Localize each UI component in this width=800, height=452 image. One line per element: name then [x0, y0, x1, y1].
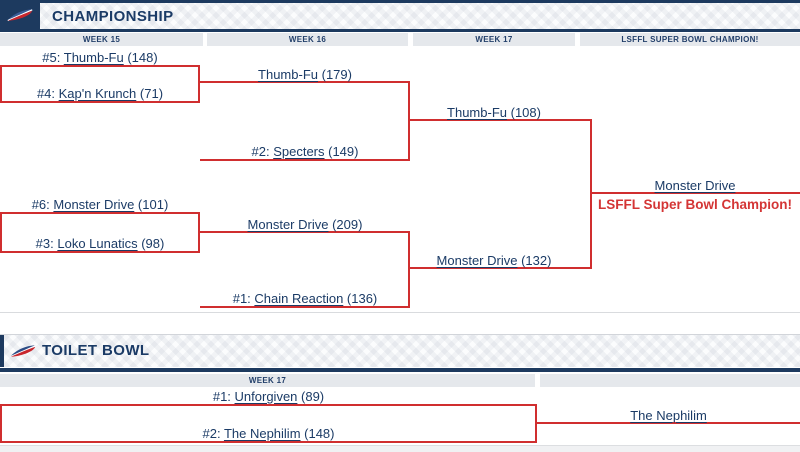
- connector-line: [590, 119, 592, 269]
- column-header-week16: WEEK 16: [207, 33, 408, 46]
- team-link[interactable]: Thumb-Fu: [63, 50, 124, 65]
- match-line: [200, 306, 410, 308]
- page-background-strip: [0, 445, 800, 452]
- team-score: (136): [343, 291, 378, 306]
- league-logo-swoosh-icon: [10, 345, 36, 358]
- bracket-entry-finalist-bottom: Monster Drive (132): [408, 253, 580, 268]
- team-score: (148): [300, 426, 335, 441]
- team-score: (179): [318, 67, 352, 82]
- connector-line: [0, 65, 2, 103]
- section-top-border: [0, 0, 800, 3]
- championship-header-band: [0, 3, 800, 29]
- column-header-week17: WEEK 17: [0, 374, 535, 387]
- match-line: [200, 159, 410, 161]
- team-link[interactable]: Monster Drive: [436, 253, 518, 268]
- team-score: (108): [507, 105, 541, 120]
- column-header-week15: WEEK 15: [0, 33, 203, 46]
- column-header-winner: [540, 374, 800, 387]
- team-link[interactable]: Unforgiven: [234, 389, 298, 404]
- column-header-week17: WEEK 17: [413, 33, 575, 46]
- bracket-entry-toilet-team2: #2: The Nephilim (148): [0, 426, 537, 441]
- team-link[interactable]: Loko Lunatics: [57, 236, 138, 251]
- team-link[interactable]: Specters: [273, 144, 325, 159]
- match-line: [0, 441, 537, 443]
- seed-prefix: #3:: [35, 236, 58, 251]
- league-logo-box: [0, 0, 40, 29]
- champion-label: LSFFL Super Bowl Champion!: [598, 197, 792, 212]
- team-link[interactable]: Thumb-Fu: [447, 105, 507, 120]
- toilet-bowl-header-band: [4, 335, 800, 367]
- team-score: (101): [134, 197, 169, 212]
- team-link[interactable]: Monster Drive: [53, 197, 135, 212]
- champion-line: [590, 192, 800, 194]
- champion-team-link[interactable]: Monster Drive: [654, 178, 736, 193]
- match-line: [198, 231, 410, 233]
- seed-prefix: #5:: [42, 50, 64, 65]
- bracket-entry-semi1-winner: Thumb-Fu (179): [200, 67, 410, 82]
- bracket-entry-semi2-team1: #6: Monster Drive (101): [0, 197, 200, 212]
- team-score: (148): [123, 50, 158, 65]
- team-score: (132): [517, 253, 552, 268]
- match-line: [0, 101, 200, 103]
- team-link[interactable]: Monster Drive: [247, 217, 329, 232]
- header-divider: [0, 368, 800, 372]
- bracket-entry-finalist-top: Thumb-Fu (108): [408, 105, 580, 120]
- team-score: (71): [136, 86, 164, 101]
- connector-line: [0, 212, 2, 253]
- bracket-entry-semi2-winner: Monster Drive (209): [200, 217, 410, 232]
- section-bottom-border: [0, 312, 800, 313]
- winner-line: [535, 422, 800, 424]
- team-link[interactable]: The Nephilim: [630, 408, 707, 423]
- team-score: (89): [297, 389, 325, 404]
- connector-line: [408, 231, 410, 308]
- championship-title: CHAMPIONSHIP: [52, 8, 174, 25]
- team-link[interactable]: The Nephilim: [223, 426, 301, 441]
- seed-prefix: #1:: [212, 389, 235, 404]
- match-line: [198, 81, 410, 83]
- header-divider: [0, 29, 800, 32]
- match-line: [0, 65, 200, 67]
- team-link[interactable]: Thumb-Fu: [258, 67, 318, 82]
- bracket-entry-champion: Monster Drive: [590, 178, 800, 193]
- bracket-entry-semi2-team2: #3: Loko Lunatics (98): [0, 236, 200, 251]
- seed-prefix: #2:: [251, 144, 274, 159]
- league-logo-swoosh-icon: [7, 9, 33, 22]
- match-line: [0, 251, 200, 253]
- section-top-border: [0, 334, 800, 335]
- team-score: (209): [328, 217, 363, 232]
- match-line: [408, 267, 592, 269]
- seed-prefix: #6:: [31, 197, 54, 212]
- bracket-entry-final2-team2: #1: Chain Reaction (136): [200, 291, 410, 306]
- team-score: (149): [324, 144, 359, 159]
- bracket-entry-toilet-winner: The Nephilim: [537, 408, 800, 423]
- bracket-entry-toilet-team1: #1: Unforgiven (89): [0, 389, 537, 404]
- seed-prefix: #1:: [232, 291, 255, 306]
- connector-line: [0, 404, 2, 443]
- match-line: [408, 119, 592, 121]
- header-left-accent: [0, 335, 4, 367]
- seed-prefix: #2:: [202, 426, 224, 441]
- match-line: [0, 404, 537, 406]
- team-link[interactable]: Chain Reaction: [254, 291, 344, 306]
- bracket-entry-semi1-team1: #5: Thumb-Fu (148): [0, 50, 200, 65]
- bracket-entry-semi1-team2: #4: Kap'n Krunch (71): [0, 86, 200, 101]
- match-line: [0, 212, 200, 214]
- bracket-entry-final1-team2: #2: Specters (149): [200, 144, 410, 159]
- connector-line: [198, 65, 200, 103]
- team-link[interactable]: Kap'n Krunch: [58, 86, 137, 101]
- connector-line: [408, 81, 410, 161]
- seed-prefix: #4:: [36, 86, 59, 101]
- team-score: (98): [137, 236, 165, 251]
- toilet-bowl-title: TOILET BOWL: [42, 342, 150, 359]
- column-header-champion: LSFFL SUPER BOWL CHAMPION!: [580, 33, 800, 46]
